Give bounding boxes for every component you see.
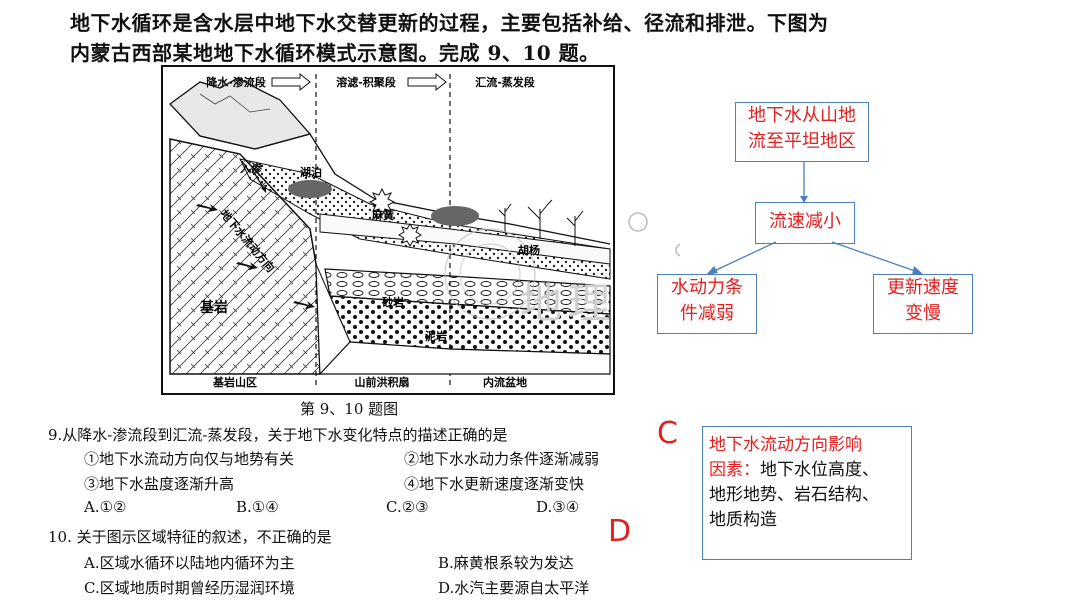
- q10-choice-c: C.区域地质时期曾经历湿润环境: [84, 579, 295, 597]
- lake-icon: [431, 206, 479, 226]
- q10-choice-a: A.区域水循环以陆地内循环为主: [84, 554, 295, 572]
- q9-choice-c: C.②③: [386, 498, 429, 516]
- groundwater-cycle-diagram: 降水-渗流段 溶滤-积聚段 汇流-蒸发段 入渗 湖泊 麻黄 胡杨 地下水流动方向…: [161, 65, 615, 395]
- q10-stem: 10. 关于图示区域特征的叙述，不正确的是: [48, 528, 332, 546]
- box-renewal-speed: 更新速度 变慢: [873, 274, 973, 334]
- q9-choice-b: B.①④: [236, 498, 279, 516]
- flow-arrow-icon: [196, 204, 315, 309]
- intro-line-1: 地下水循环是含水层中地下水交替更新的过程，主要包括补给、径流和排泄。下图为: [70, 11, 829, 35]
- box-hydrodynamic: 水动力条 件减弱: [657, 274, 757, 334]
- box-top-line2: 流至平坦地区: [748, 131, 856, 152]
- note-box: 地下水流动方向影响 因素：地下水位高度、 地形地势、岩石结构、 地质构造: [702, 426, 912, 560]
- poplar-tree-icon: [498, 199, 584, 246]
- intro-paragraph: 地下水循环是含水层中地下水交替更新的过程，主要包括补给、径流和排泄。下图为 内蒙…: [70, 8, 950, 68]
- q9-opt1: ①地下水流动方向仅与地势有关: [84, 450, 295, 468]
- stage-label-3: 汇流-蒸发段: [475, 75, 535, 89]
- zone-label-3: 内流盆地: [483, 375, 527, 389]
- answer-10: D: [608, 514, 632, 549]
- sandstone-label: 砂岩: [382, 295, 404, 309]
- q9-opt2: ②地下水水动力条件逐渐减弱: [404, 450, 600, 468]
- box-left-line2: 件减弱: [680, 303, 734, 324]
- zone-label-1: 基岩山区: [212, 375, 257, 389]
- box-right-line2: 变慢: [905, 303, 941, 324]
- box-left-line1: 水动力条: [671, 277, 743, 298]
- decor-circles: [628, 212, 680, 257]
- q9-choice-a: A.①②: [84, 498, 127, 516]
- note-body-line4: 地质构造: [709, 510, 777, 530]
- q9-opt4: ④地下水更新速度逐渐变快: [404, 475, 585, 493]
- note-title-line1: 地下水流动方向影响: [709, 435, 862, 455]
- q9-opt3: ③地下水盐度逐渐升高: [84, 475, 235, 493]
- box-top-line1: 地下水从山地: [748, 105, 856, 126]
- q9-choice-d: D.③④: [536, 498, 580, 516]
- stage-label-2: 溶滤-积聚段: [336, 75, 396, 89]
- note-body-line3: 地形地势、岩石结构、: [709, 485, 879, 505]
- stage-label-1: 降水-渗流段: [206, 75, 266, 89]
- zone-label-2: 山前洪积扇: [355, 375, 410, 389]
- box-groundwater-flow: 地下水从山地 流至平坦地区: [735, 102, 869, 162]
- ephedra-icon: [368, 187, 422, 247]
- q9-stem: 9.从降水-渗流段到汇流-蒸发段，关于地下水变化特点的描述正确的是: [48, 426, 508, 444]
- figure-caption: 第 9、10 题图: [300, 400, 399, 418]
- box-velocity-decrease: 流速减小: [755, 202, 855, 244]
- note-title-line2: 因素：: [709, 460, 760, 480]
- lake-label: 湖泊: [300, 165, 322, 179]
- answer-9: C: [657, 416, 678, 451]
- box-right-line1: 更新速度: [887, 277, 959, 298]
- q10-choice-d: D.水汽主要源自太平洋: [438, 579, 590, 597]
- intro-line-2: 内蒙古西部某地地下水循环模式示意图。完成 9、10 题。: [70, 41, 600, 65]
- lake-icon: [288, 180, 332, 198]
- bedrock-label: 基岩: [200, 299, 228, 316]
- ephedra-label: 麻黄: [371, 208, 394, 222]
- poplar-label: 胡杨: [518, 243, 540, 257]
- note-body-line2: 地下水位高度、: [760, 460, 879, 480]
- infiltration-label: 入渗: [240, 161, 263, 175]
- mudstone-label: 泥岩: [425, 329, 447, 343]
- watermark-text: 地理: [520, 279, 617, 328]
- q10-choice-b: B.麻黄根系较为发达: [438, 554, 574, 572]
